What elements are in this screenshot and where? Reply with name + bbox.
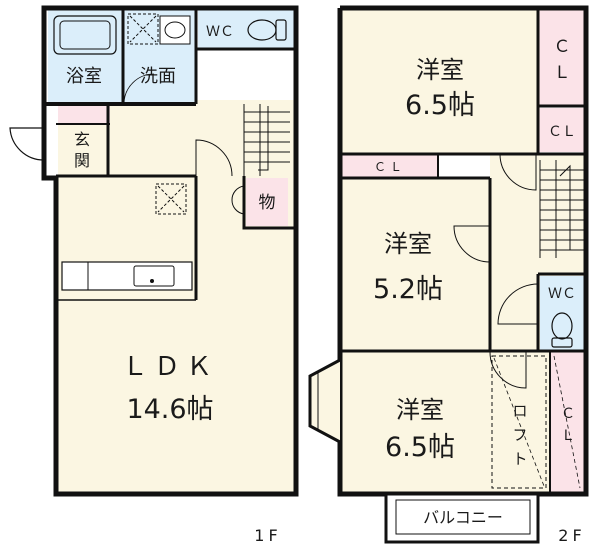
ldk-size-label: 14.6帖	[126, 394, 213, 425]
exterior-wall-2f	[337, 5, 589, 497]
bath-label: 浴室	[66, 66, 102, 87]
room-a-name-label: 洋室	[416, 56, 464, 84]
room-c	[342, 352, 488, 492]
wash-door	[123, 73, 155, 105]
loft-label-3: ト	[512, 450, 527, 468]
room-a-closet-label: Ｃ	[554, 37, 571, 57]
loft-label-2: フ	[512, 426, 527, 444]
room-b-door	[453, 225, 491, 263]
wash-label: 洗面	[140, 66, 176, 87]
storage-room	[246, 178, 288, 226]
floor-1-label: 1F	[254, 526, 281, 545]
stair-closet-label: ＣＬ	[548, 124, 576, 140]
room-c-closet-label-2: Ｌ	[561, 428, 575, 444]
storage-wall	[242, 176, 294, 230]
entrance-label-1: 玄	[74, 130, 90, 149]
room-b-size-label: 5.2帖	[373, 274, 443, 305]
storage-door	[231, 185, 245, 215]
wc-room-1f	[198, 10, 294, 48]
bay-window	[308, 358, 341, 444]
room-c-closet	[550, 352, 584, 492]
floor-2-label: 2F	[558, 526, 585, 545]
balcony-label: バルコニー	[423, 508, 503, 527]
stair-closet-2f	[538, 108, 584, 152]
ldk-name-label: ＬＤＫ	[122, 352, 218, 382]
washer-icon	[127, 13, 159, 45]
loft-outline	[491, 355, 547, 489]
room-a	[342, 10, 538, 154]
room-b-closet	[342, 154, 438, 178]
toilet-icon	[247, 19, 287, 41]
room-a-closet-label-2: Ｌ	[554, 63, 571, 83]
entrance-label-2: 関	[74, 151, 90, 170]
room-b-closet-label: ＣＬ	[374, 160, 406, 174]
toilet-icon	[551, 312, 573, 348]
kitchen-sink	[133, 265, 175, 287]
range-hood-icon	[155, 183, 187, 215]
stairs-1f	[243, 104, 290, 176]
room-c-name-label: 洋室	[396, 396, 444, 424]
room-a-size-label: 6.5帖	[405, 90, 475, 121]
room-b	[342, 178, 490, 350]
room-b-name-label: 洋室	[384, 230, 432, 258]
kitchen-counter	[61, 261, 193, 291]
entrance-step	[58, 104, 110, 124]
room-c-closet-label-1: Ｃ	[561, 406, 575, 422]
hall-door	[195, 139, 233, 177]
room-c-size-label: 6.5帖	[385, 432, 455, 463]
closet-mark	[553, 355, 581, 489]
room-a-closet	[538, 10, 584, 106]
entrance-door	[9, 127, 45, 161]
room-a-door	[499, 153, 537, 191]
stairs-2f	[539, 160, 584, 258]
floor-1: 浴室 洗面 ＷＣ 玄 関 物 ＬＤＫ 14.6帖 1F	[9, 5, 299, 545]
storage-label: 物	[259, 193, 276, 213]
wc-label-2f: ＷＣ	[548, 286, 576, 302]
loft-label-1: ロ	[512, 402, 527, 420]
wc-door-2f	[497, 283, 539, 325]
floor-2: 洋室 6.5帖 Ｃ Ｌ ＣＬ ＣＬ 洋室 5.2帖 ＷＣ 洋室 6.5帖 ロ フ…	[308, 5, 589, 545]
exterior-wall-1f	[41, 5, 299, 497]
bathtub-icon	[53, 15, 117, 55]
wc-label-1f: ＷＣ	[206, 24, 234, 40]
